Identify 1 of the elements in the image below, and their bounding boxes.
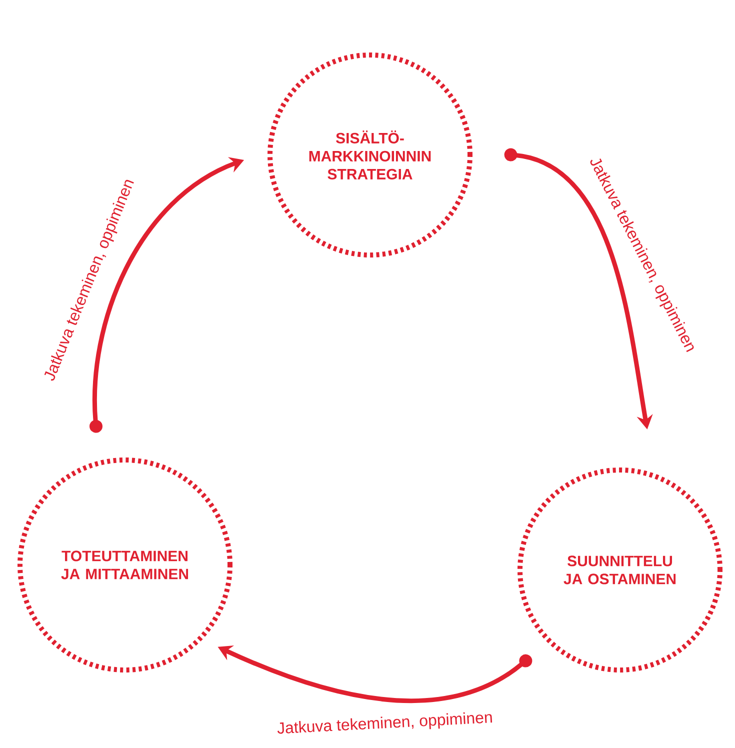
edge-label: Jatkuva tekeminen, oppiminen: [277, 712, 492, 734]
